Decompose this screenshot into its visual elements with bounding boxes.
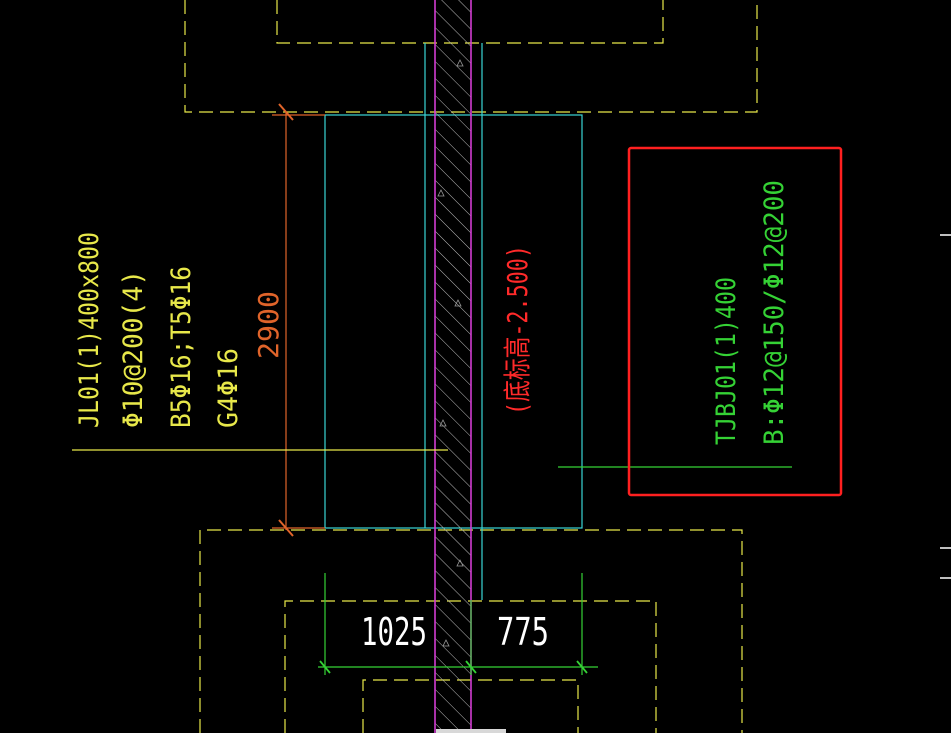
length-dimension-text: 2900 xyxy=(252,291,285,359)
wall-base-block xyxy=(436,729,506,733)
slab-label: TJBJ01(1)400 B:Φ12@150/Φ12@200 xyxy=(711,180,790,445)
left-tick xyxy=(319,660,331,674)
bottom-dimension-texts: 1025 775 xyxy=(361,610,549,654)
middle-tick xyxy=(465,660,477,674)
right-tick xyxy=(576,660,588,674)
hatched-wall xyxy=(434,0,472,733)
length-dimension xyxy=(272,103,325,537)
wall-aggregate-marks xyxy=(437,59,464,647)
beam-label-line1: JL01(1)400x800 xyxy=(74,232,105,428)
beam-label: JL01(1)400x800 Φ10@200(4) B5Φ16;T5Φ16 G4… xyxy=(74,232,244,428)
beam-label-line2: Φ10@200(4) xyxy=(118,270,149,428)
highlight-box xyxy=(627,146,843,497)
right-edge-markers xyxy=(940,234,951,579)
slab-label-line1: TJBJ01(1)400 xyxy=(711,277,742,445)
beam-label-line4: G4Φ16 xyxy=(213,348,244,428)
slab-label-line2: B:Φ12@150/Φ12@200 xyxy=(759,180,790,445)
elevation-note: (底标高-2.500) xyxy=(501,245,534,415)
beam-label-line3: B5Φ16;T5Φ16 xyxy=(166,266,197,428)
top-tick xyxy=(278,103,294,121)
dimension-left-text: 1025 xyxy=(361,610,427,654)
dimension-right-text: 775 xyxy=(497,610,549,654)
top-foundation-outline xyxy=(184,0,758,113)
bottom-tick xyxy=(278,519,294,537)
bottom-dimension xyxy=(318,573,598,675)
wall-hatch-fill xyxy=(435,0,471,733)
